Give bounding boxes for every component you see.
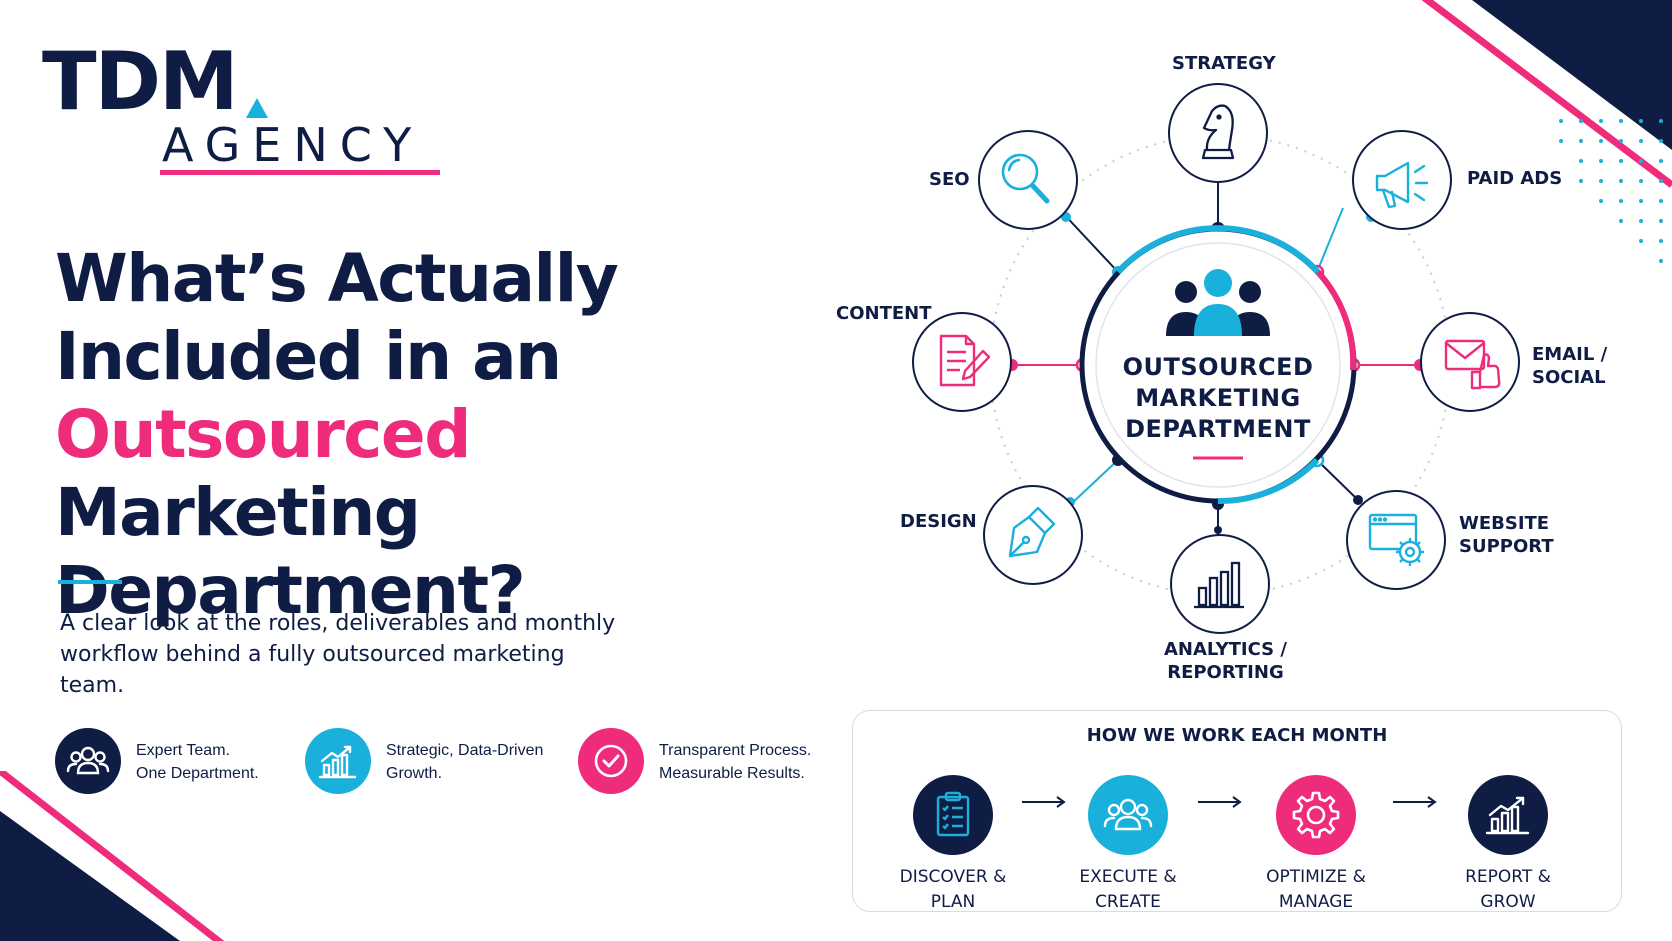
arrow-icon (1022, 796, 1066, 808)
step-label-line: PLAN (930, 892, 976, 912)
title-divider (58, 580, 122, 584)
service-label-line: SUPPORT (1459, 536, 1554, 557)
feature-line: Expert Team. (136, 742, 230, 759)
chess-knight-icon (1201, 104, 1235, 160)
feature-line: Transparent Process. (659, 742, 812, 759)
step-icon-badge (1088, 775, 1168, 855)
center-title-line: OUTSOURCED (1122, 353, 1314, 381)
feature-line: One Department. (136, 765, 259, 782)
arrow-icon (1393, 796, 1437, 808)
logo-wordmark: TDM (42, 35, 239, 128)
title-line-3-highlight: Outsourced (55, 396, 471, 473)
title-line-1: What’s Actually (55, 240, 619, 317)
logo-accent-triangle-icon (246, 98, 268, 118)
browser-gear-icon (1368, 513, 1424, 566)
logo-underline (160, 170, 440, 175)
service-label-line: SEO (929, 169, 970, 190)
service-label-paid-ads: PAID ADS (1467, 167, 1562, 190)
step-icon-badge (1468, 775, 1548, 855)
service-label-line: CONTENT (836, 303, 932, 324)
subtitle: A clear look at the roles, deliverables … (60, 611, 616, 698)
service-label-strategy: STRATEGY (1172, 52, 1276, 75)
step-label-line: MANAGE (1278, 892, 1354, 912)
feature-icon-badge (578, 728, 644, 794)
feature-line: Strategic, Data-Driven (386, 742, 544, 759)
growth-chart-icon (318, 745, 357, 779)
service-label-line: EMAIL / (1532, 344, 1608, 365)
logo: TDM AGENCY (42, 42, 442, 186)
title-line-2: Included in an (55, 318, 562, 395)
service-label-line: SOCIAL (1532, 367, 1606, 388)
megaphone-icon (1375, 161, 1429, 209)
service-label-line: WEBSITE (1459, 513, 1550, 534)
service-label-website-support: WEBSITE SUPPORT (1459, 512, 1554, 558)
page-title: What’s Actually Included in an Outsource… (55, 240, 855, 630)
service-label-seo: SEO (929, 168, 970, 191)
service-label-line: STRATEGY (1172, 53, 1276, 74)
step-label-line: REPORT & (1465, 867, 1551, 887)
corner-decoration-bottom-left (0, 771, 225, 941)
step-label: REPORT & GROW (1428, 865, 1588, 915)
service-label-analytics-reporting: ANALYTICS / REPORTING (1164, 638, 1287, 684)
magnifier-icon (1001, 153, 1050, 204)
service-node-content (912, 312, 1012, 412)
team-icon (66, 746, 110, 775)
center-title: OUTSOURCED MARKETING DEPARTMENT (1058, 352, 1378, 445)
team-icon (1103, 798, 1153, 831)
feature-text: Strategic, Data-Driven Growth. (386, 739, 586, 785)
step-icon-badge (913, 775, 993, 855)
document-pen-icon (939, 334, 991, 387)
step-label-line: CREATE (1095, 892, 1161, 912)
service-label-content: CONTENT (836, 302, 932, 325)
service-node-email-social (1420, 312, 1520, 412)
service-node-design (983, 485, 1083, 585)
growth-chart-icon (1485, 796, 1530, 835)
process-arrows (1022, 796, 1437, 808)
title-line-4: Marketing Department? (55, 474, 526, 629)
service-node-paid-ads (1352, 130, 1452, 230)
step-label-line: OPTIMIZE & (1266, 867, 1366, 887)
feature-text: Transparent Process. Measurable Results. (659, 739, 859, 785)
service-label-line: ANALYTICS / (1164, 639, 1287, 660)
step-label-line: DISCOVER & (899, 867, 1007, 887)
service-node-seo (978, 130, 1078, 230)
step-label: DISCOVER & PLAN (873, 865, 1033, 915)
clipboard-icon (936, 791, 970, 837)
service-label-line: REPORTING (1167, 662, 1284, 683)
feature-line: Measurable Results. (659, 765, 805, 782)
checkmark-icon (594, 744, 628, 778)
service-node-website-support (1346, 490, 1446, 590)
step-label-line: GROW (1480, 892, 1536, 912)
dot-pattern (1559, 119, 1663, 263)
step-label: EXECUTE & CREATE (1048, 865, 1208, 915)
pen-nib-icon (1008, 506, 1056, 558)
arrow-icon (1198, 796, 1242, 808)
monthly-process-panel: HOW WE WORK EACH MONTH DISCOVER & PLAN (852, 710, 1622, 912)
step-label-line: EXECUTE & (1079, 867, 1177, 887)
step-icon-badge (1276, 775, 1356, 855)
email-like-icon (1444, 339, 1501, 390)
bar-chart-icon (1194, 561, 1244, 609)
service-label-email-social: EMAIL / SOCIAL (1532, 343, 1607, 389)
feature-text: Expert Team. One Department. (136, 739, 336, 785)
gear-icon (1292, 791, 1340, 839)
process-title: HOW WE WORK EACH MONTH (1086, 725, 1388, 746)
people-group-icon (1166, 269, 1270, 336)
service-label-design: DESIGN (900, 510, 977, 533)
corner-decoration-top-right (1421, 0, 1672, 188)
service-node-strategy (1168, 83, 1268, 183)
feature-line: Growth. (386, 765, 443, 782)
center-title-line: DEPARTMENT (1125, 415, 1311, 443)
center-title-line: MARKETING (1135, 384, 1301, 412)
step-label: OPTIMIZE & MANAGE (1236, 865, 1396, 915)
service-node-analytics-reporting (1170, 534, 1270, 634)
feature-icon-badge (55, 728, 121, 794)
service-label-line: PAID ADS (1467, 168, 1563, 189)
logo-subtitle: AGENCY (162, 118, 424, 172)
center-ring (1079, 225, 1357, 505)
service-label-line: DESIGN (900, 511, 977, 532)
feature-icon-badge (305, 728, 371, 794)
